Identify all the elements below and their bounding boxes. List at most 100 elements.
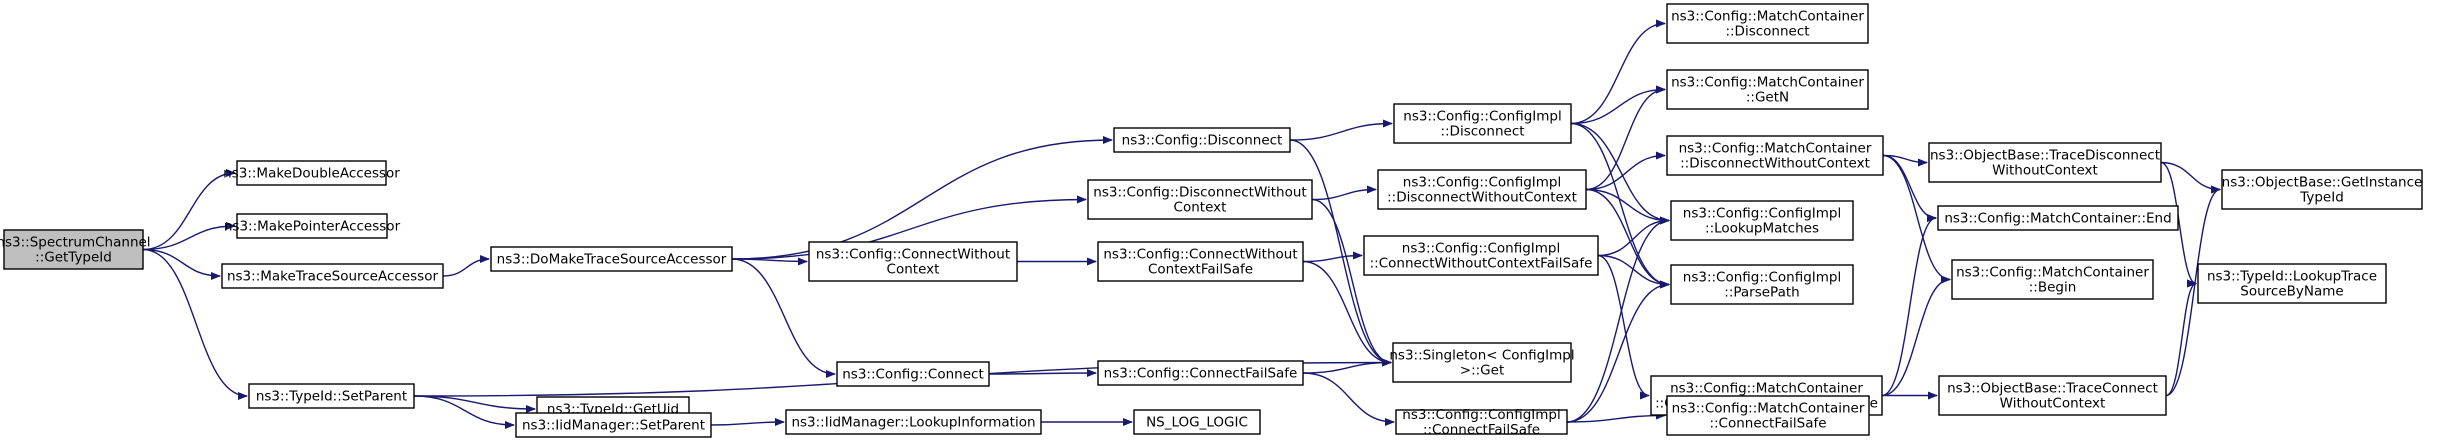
edge-config_disconnect-to-impl_disconnect	[1289, 119, 1393, 141]
node-label: ::Disconnect	[1725, 24, 1809, 40]
node-config-connect-fs[interactable]: ns3::Config::ConnectFailSafe	[1097, 360, 1304, 386]
node-mc-disc-wo-ctx[interactable]: ns3::Config::MatchContainer::DisconnectW…	[1666, 135, 1884, 176]
edge-arrow	[1597, 216, 1670, 257]
node-iid-lookupinfo[interactable]: ns3::IidManager::LookupInformation	[785, 409, 1042, 435]
node-ob-trace-disc-wo-ctx[interactable]: ns3::ObjectBase::TraceDisconnectWithoutC…	[1928, 142, 2162, 183]
node-label: ns3::Config::MatchContainer	[1671, 9, 1864, 25]
node-label: TypeId	[2299, 190, 2344, 206]
node-typeid-setparent[interactable]: ns3::TypeId::SetParent	[248, 383, 415, 409]
node-box	[1666, 69, 1869, 110]
edge-iid_setparent-to-iid_lookupinfo	[710, 418, 785, 427]
edge-mc_conn_wo_ctx_fs-to-mc_end	[1881, 214, 1937, 397]
node-label: ns3::DoMakeTraceSourceAccessor	[497, 252, 727, 268]
node-config-conn-wo-ctx[interactable]: ns3::Config::ConnectWithoutContext	[808, 241, 1018, 282]
node-singleton-get[interactable]: ns3::Singleton< ConfigImpl >::Get	[1389, 342, 1575, 383]
node-label: ::ConnectFailSafe	[1709, 416, 1826, 432]
node-label: ns3::Config::MatchContainer	[1670, 381, 1863, 397]
edge-arrow	[142, 248, 248, 400]
edge-arrow	[142, 169, 236, 251]
edge-arrow	[1585, 85, 1666, 191]
node-box	[3, 229, 144, 270]
edge-impl_connect_fs-to-impl_parsepath	[1566, 280, 1670, 423]
node-iid-setparent[interactable]: ns3::IidManager::SetParent	[515, 412, 712, 438]
node-box	[490, 246, 733, 272]
node-make-pointer[interactable]: ns3::MakePointerAccessor	[224, 213, 401, 239]
edge-impl_disc_wo_ctx-to-impl_lookupmatches	[1585, 188, 1670, 225]
node-impl-connect-fs[interactable]: ns3::Config::ConfigImpl::ConnectFailSafe	[1395, 407, 1568, 438]
node-ns-log-logic[interactable]: NS_LOG_LOGIC	[1133, 409, 1261, 435]
edge-arrow	[413, 395, 515, 429]
node-mc-end[interactable]: ns3::Config::MatchContainer::End	[1937, 205, 2179, 231]
node-mc-disconnect[interactable]: ns3::Config::MatchContainer::Disconnect	[1666, 3, 1869, 44]
edge-mc_disc_wo_ctx-to-mc_begin	[1882, 154, 1951, 284]
edge-arrow	[1597, 254, 1650, 400]
node-make-trace[interactable]: ns3::MakeTraceSourceAccessor	[221, 263, 444, 289]
edge-do_make_trace-to-config_disc_wo_ctx	[731, 195, 1087, 260]
edge-arrow	[442, 255, 490, 277]
edge-typeid_setparent-to-typeid_getuid	[413, 395, 536, 413]
edge-arrow	[1570, 85, 1666, 125]
node-box	[248, 383, 415, 409]
node-box	[1087, 179, 1313, 220]
node-label: ::DisconnectWithoutContext	[1387, 190, 1577, 206]
node-mc-connect-fs[interactable]: ns3::Config::MatchContainer::ConnectFail…	[1666, 395, 1870, 436]
edge-ob_trace_conn_wo_ctx-to-ob_get_instance_tid	[2165, 185, 2221, 397]
edge-impl_disc_wo_ctx-to-mc_getn	[1585, 85, 1666, 191]
node-box	[1938, 375, 2167, 416]
edge-root-to-make_double	[142, 169, 236, 251]
edge-impl_disconnect-to-mc_disconnect	[1570, 19, 1666, 125]
edge-arrow	[1302, 251, 1363, 263]
node-box	[2197, 263, 2387, 304]
node-config-connect[interactable]: ns3::Config::Connect	[836, 361, 990, 387]
edge-arrow	[1585, 188, 1670, 289]
edge-config_disconnect-to-singleton_get	[1289, 139, 1392, 367]
node-box	[221, 263, 444, 289]
node-make-double[interactable]: ns3::MakeDoubleAccessor	[223, 160, 400, 186]
node-box	[1937, 205, 2179, 231]
node-impl-parsepath[interactable]: ns3::Config::ConfigImpl::ParsePath	[1670, 264, 1854, 305]
node-box	[1670, 200, 1854, 241]
edge-mc_disc_wo_ctx-to-mc_end	[1882, 154, 1937, 222]
edge-arrow	[1585, 188, 1670, 225]
edge-arrow	[2160, 161, 2197, 288]
node-label: ns3::MakePointerAccessor	[224, 219, 401, 235]
edge-root-to-typeid_setparent	[142, 248, 248, 400]
node-do-make-trace[interactable]: ns3::DoMakeTraceSourceAccessor	[490, 246, 733, 272]
edge-impl_connect_fs-to-mc_connect_fs	[1566, 411, 1666, 423]
node-impl-conn-wo-ctx-fs[interactable]: ns3::Config::ConfigImpl::ConnectWithoutC…	[1363, 235, 1599, 276]
node-mc-getn[interactable]: ns3::Config::MatchContainer::GetN	[1666, 69, 1869, 110]
edge-arrow	[142, 248, 221, 280]
node-label: ::GetN	[1746, 90, 1789, 106]
edge-do_make_trace-to-config_connect	[731, 258, 836, 378]
node-config-conn-wo-ctx-fs[interactable]: ns3::Config::ConnectWithoutContextFailSa…	[1097, 241, 1304, 282]
node-config-disconnect[interactable]: ns3::Config::Disconnect	[1113, 127, 1291, 153]
node-ob-trace-conn-wo-ctx[interactable]: ns3::ObjectBase::TraceConnectWithoutCont…	[1938, 375, 2167, 416]
node-label: ns3::Config::MatchContainer::End	[1944, 211, 2171, 227]
node-impl-disc-wo-ctx[interactable]: ns3::Config::ConfigImpl::DisconnectWitho…	[1377, 169, 1587, 210]
edge-arrow	[1597, 254, 1670, 289]
node-label: ns3::Config::Connect	[842, 367, 984, 383]
node-label: SourceByName	[2240, 284, 2343, 300]
node-config-disc-wo-ctx[interactable]: ns3::Config::DisconnectWithoutContext	[1087, 179, 1313, 220]
node-impl-disconnect[interactable]: ns3::Config::ConfigImpl::Disconnect	[1393, 103, 1572, 144]
node-root[interactable]: ns3::SpectrumChannel::GetTypeId	[0, 229, 151, 270]
edge-arrow	[1585, 151, 1666, 191]
node-mc-begin[interactable]: ns3::Config::MatchContainer::Begin	[1951, 259, 2154, 300]
node-impl-lookupmatches[interactable]: ns3::Config::ConfigImpl::LookupMatches	[1670, 200, 1854, 241]
node-label: ns3::Config::ConfigImpl	[1683, 270, 1841, 286]
node-box	[808, 241, 1018, 282]
node-label: ns3::Config::DisconnectWithout	[1093, 185, 1306, 201]
node-label: ns3::IidManager::SetParent	[522, 418, 705, 434]
nodes-layer: ns3::SpectrumChannel::GetTypeIdns3::Make…	[0, 3, 2423, 438]
edge-arrow	[1302, 358, 1392, 374]
node-box	[1377, 169, 1587, 210]
edge-arrow	[1881, 214, 1937, 397]
edge-arrow	[1289, 139, 1392, 367]
edge-impl_disc_wo_ctx-to-mc_disc_wo_ctx	[1585, 151, 1666, 191]
node-box	[1666, 3, 1869, 44]
node-label: ::ConnectWithoutContextFailSafe	[1370, 256, 1593, 272]
node-label: Context	[887, 262, 940, 278]
node-label: ns3::Config::Disconnect	[1122, 133, 1283, 149]
